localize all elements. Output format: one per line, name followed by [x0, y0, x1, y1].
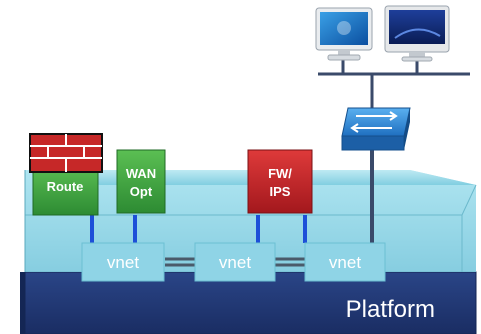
vnet-box-2: vnet	[194, 242, 276, 282]
vnet-label-1: vnet	[107, 253, 139, 272]
route-node: Route	[32, 164, 99, 216]
route-label: Route	[47, 179, 84, 194]
wan-label-line2: Opt	[130, 184, 153, 199]
vnet-label-3: vnet	[329, 253, 361, 272]
fw-label-line2: IPS	[270, 184, 291, 199]
vnet-box-3: vnet	[304, 242, 386, 282]
vnet-label-2: vnet	[219, 253, 251, 272]
platform-slab: Platform	[20, 271, 477, 334]
wan-opt-node: WAN Opt	[116, 149, 166, 214]
fw-label-line1: FW/	[268, 166, 292, 181]
platform-label: Platform	[346, 296, 435, 323]
wan-label-line1: WAN	[126, 166, 156, 181]
vnet-box-1: vnet	[81, 242, 165, 282]
firewall-brick-icon	[29, 133, 103, 173]
windows-desktop-icon	[315, 7, 373, 61]
network-links	[90, 150, 374, 267]
desktop-bus	[318, 60, 470, 110]
mac-desktop-icon	[384, 5, 450, 62]
network-switch-icon	[341, 107, 411, 151]
fw-ips-node: FW/ IPS	[247, 149, 313, 214]
